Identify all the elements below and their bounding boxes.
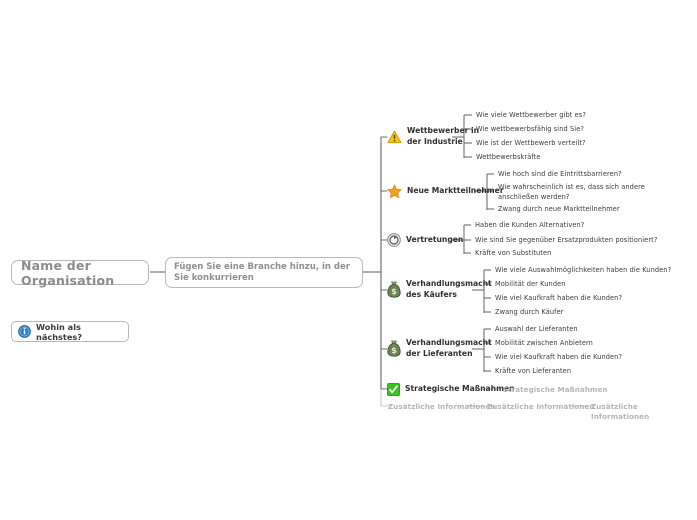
branch-strategic-measures[interactable]: Strategische Maßnahmen <box>387 383 515 396</box>
branch-supplier-power[interactable]: $ Verhandlungsmacht der Lieferanten <box>387 338 492 359</box>
branch-substitutes[interactable]: Vertretungen <box>387 233 463 247</box>
leaf-competitors-3[interactable]: Wie ist der Wettbewerb verteilt? <box>476 139 586 147</box>
leaf-substitutes-1[interactable]: Haben die Kunden Alternativen? <box>475 221 585 229</box>
leaf-strategic-measures-placeholder[interactable]: Strategische Maßnahmen <box>503 385 608 394</box>
branch-competitors-label: Wettbewerber in der Industrie <box>407 126 479 146</box>
leaf-new-entrants-3[interactable]: Zwang durch neue Marktteilnehmer <box>498 205 620 213</box>
svg-text:$: $ <box>391 287 397 296</box>
organisation-node[interactable]: Name der Organisation <box>11 257 149 288</box>
leaf-supplier-power-1[interactable]: Auswahl der Lieferanten <box>495 325 578 333</box>
branch-supplier-power-label: Verhandlungsmacht der Lieferanten <box>406 338 492 358</box>
money-bag-icon: $ <box>387 281 401 298</box>
info-icon <box>18 325 31 338</box>
leaf-substitutes-3[interactable]: Kräfte von Substituten <box>475 249 552 257</box>
footer-item-3[interactable]: Zusätzliche Informationen <box>591 402 650 422</box>
industry-node[interactable]: Fügen Sie eine Branche hinzu, in der Sie… <box>165 257 363 288</box>
leaf-competitors-1[interactable]: Wie viele Wettbewerber gibt es? <box>476 111 586 119</box>
footer-item-1[interactable]: Zusätzliche Informationen <box>388 402 496 411</box>
money-bag-icon: $ <box>387 340 401 357</box>
branch-buyer-power[interactable]: $ Verhandlungsmacht des Käufers <box>387 279 492 300</box>
branch-buyer-power-label: Verhandlungsmacht des Käufers <box>406 279 492 299</box>
branch-strategic-measures-label: Strategische Maßnahmen <box>405 384 515 394</box>
leaf-new-entrants-1[interactable]: Wie hoch sind die Eintrittsbarrieren? <box>498 170 622 178</box>
industry-label: Fügen Sie eine Branche hinzu, in der Sie… <box>174 262 350 284</box>
footer-item-2[interactable]: Zusätzliche Informationen <box>487 402 595 411</box>
warning-triangle-icon <box>387 130 402 144</box>
leaf-competitors-4[interactable]: Wettbewerbskräfte <box>476 153 541 161</box>
organisation-label: Name der Organisation <box>21 257 115 288</box>
leaf-buyer-power-3[interactable]: Wie viel Kaufkraft haben die Kunden? <box>495 294 623 302</box>
leaf-new-entrants-2[interactable]: Wie wahrscheinlich ist es, dass sich and… <box>498 183 645 201</box>
leaf-buyer-power-1[interactable]: Wie viele Auswahlmöglichkeiten haben die… <box>495 266 672 274</box>
svg-text:$: $ <box>391 346 397 355</box>
leaf-supplier-power-2[interactable]: Mobilität zwischen Anbietern <box>495 339 593 347</box>
leaf-supplier-power-4[interactable]: Kräfte von Lieferanten <box>495 367 572 375</box>
branch-substitutes-label: Vertretungen <box>406 234 464 244</box>
branch-competitors[interactable]: Wettbewerber in der Industrie <box>387 126 479 147</box>
branch-new-entrants-label: Neue Marktteilnehmer <box>407 186 504 196</box>
substitute-circle-icon <box>387 233 401 247</box>
leaf-competitors-2[interactable]: Wie wettbewerbsfähig sind Sie? <box>476 125 584 133</box>
green-check-icon <box>387 383 400 396</box>
star-icon <box>387 184 402 199</box>
leaf-buyer-power-2[interactable]: Mobilität der Kunden <box>495 280 566 288</box>
branch-new-entrants[interactable]: Neue Marktteilnehmer <box>387 184 504 199</box>
leaf-supplier-power-3[interactable]: Wie viel Kaufkraft haben die Kunden? <box>495 353 623 361</box>
next-step-node[interactable]: Wohin als nächstes? <box>11 321 129 342</box>
leaf-substitutes-2[interactable]: Wie sind Sie gegenüber Ersatzprodukten p… <box>475 236 658 244</box>
leaf-buyer-power-4[interactable]: Zwang durch Käufer <box>495 308 564 316</box>
next-step-label: Wohin als nächstes? <box>36 321 82 342</box>
